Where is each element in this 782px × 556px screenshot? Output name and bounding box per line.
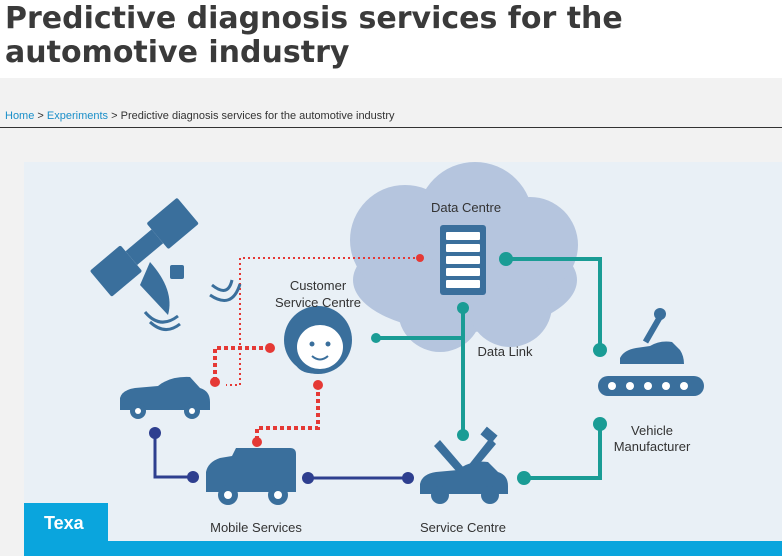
customer-service-label-line2: Service Centre — [275, 295, 361, 310]
breadcrumb: Home > Experiments > Predictive diagnosi… — [5, 110, 395, 122]
red-dotted-links — [226, 257, 420, 386]
headset-operator-icon — [284, 306, 352, 374]
mobile-services-label: Mobile Services — [210, 520, 302, 535]
data-link-label: Data Link — [478, 344, 533, 359]
vehicle-manufacturer-label-line1: Vehicle — [631, 423, 673, 438]
satellite-icon — [90, 198, 199, 315]
brand-label: Texa — [44, 513, 84, 533]
data-centre-label: Data Centre — [431, 200, 501, 215]
navy-link-nodes — [149, 427, 414, 484]
wrench-hammer-car-icon — [420, 426, 508, 504]
breadcrumb-bar: Home > Experiments > Predictive diagnosi… — [0, 78, 782, 128]
red-dashed-links — [213, 346, 320, 442]
red-link-nodes — [210, 254, 424, 447]
customer-service-label-line1: Customer — [290, 278, 347, 293]
breadcrumb-experiments-link[interactable]: Experiments — [46, 110, 109, 122]
vehicle-manufacturer-label-line2: Manufacturer — [614, 439, 691, 454]
server-icon — [440, 225, 486, 295]
breadcrumb-current: Predictive diagnosis services for the au… — [120, 110, 395, 122]
breadcrumb-separator: > — [37, 110, 44, 122]
navy-links — [153, 433, 408, 480]
page-title: Predictive diagnosis services for the au… — [5, 1, 623, 70]
breadcrumb-separator: > — [111, 110, 118, 122]
brand-tab — [24, 503, 108, 541]
signal-waves-icon — [143, 279, 242, 331]
brand-bar — [24, 541, 782, 556]
cloud-shape — [350, 162, 578, 352]
service-centre-label: Service Centre — [420, 520, 506, 535]
teal-links — [376, 257, 602, 480]
teal-link-nodes — [371, 252, 607, 485]
van-icon — [206, 448, 296, 505]
car-icon — [120, 376, 210, 419]
robot-arm-conveyor-icon — [598, 308, 704, 396]
breadcrumb-home-link[interactable]: Home — [5, 110, 35, 122]
